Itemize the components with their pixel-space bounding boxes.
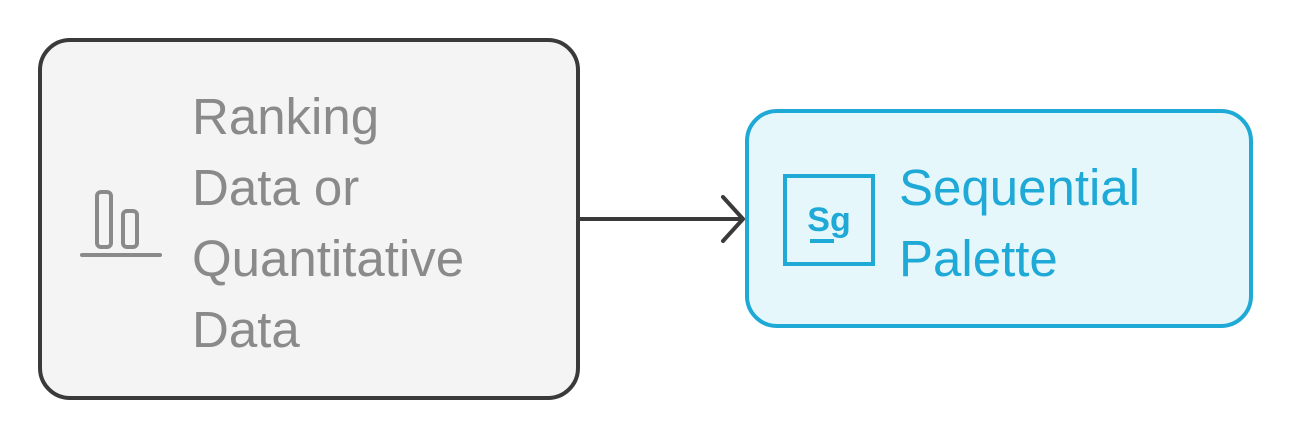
- source-node: Ranking Data or Quantitative Data: [38, 38, 580, 400]
- source-node-label: Ranking Data or Quantitative Data: [192, 88, 465, 358]
- target-node-label: Sequential Palette: [899, 159, 1141, 287]
- sequential-palette-sg-icon: Sg: [782, 173, 876, 267]
- arrowhead-icon: [721, 195, 745, 243]
- bar-chart-icon: [80, 185, 164, 261]
- target-node: Sg Sequential Palette: [745, 109, 1253, 328]
- sg-icon-text: Sg: [807, 201, 850, 239]
